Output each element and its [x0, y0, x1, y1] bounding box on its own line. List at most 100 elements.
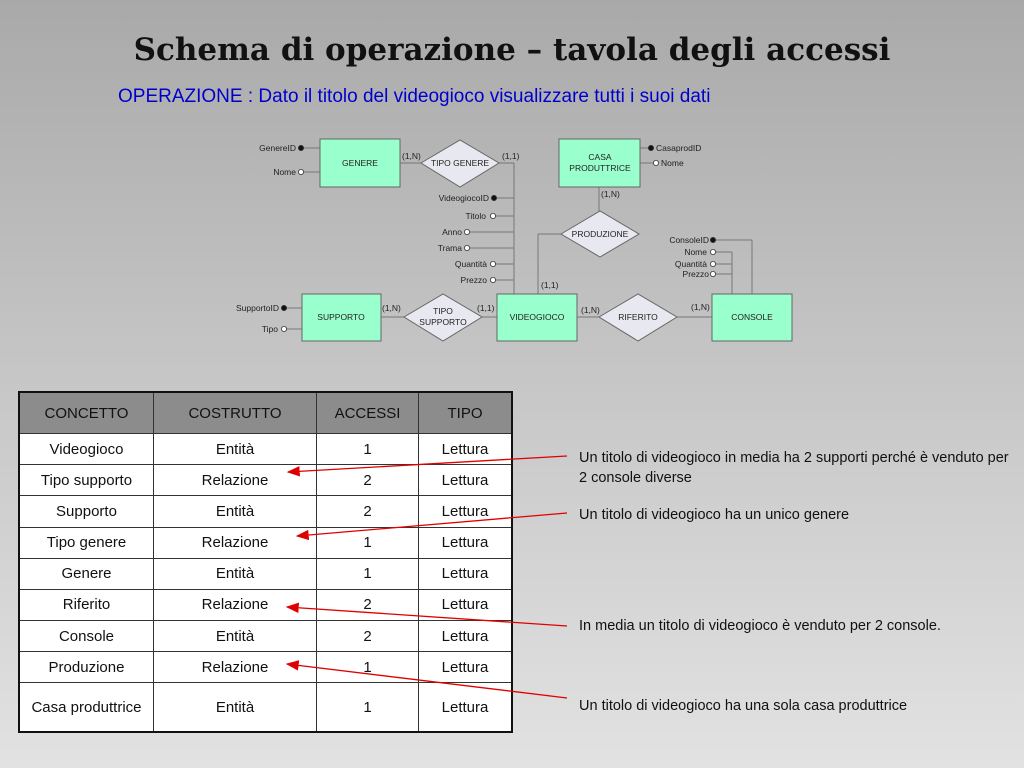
relation-riferito-label: RIFERITO [618, 312, 658, 322]
attribute-icon [489, 276, 496, 283]
entity-casa-label-2: PRODUTTRICE [569, 163, 631, 173]
relation-tipo-supporto: TIPO SUPPORTO [403, 293, 483, 342]
card-vg-rif: (1,N) [581, 305, 600, 315]
arrow-note-2 [295, 512, 568, 541]
header-costrutto: COSTRUTTO [153, 391, 317, 434]
arrow-note-3 [285, 602, 568, 627]
cell-accessi: 1 [316, 432, 419, 466]
cell-accessi: 2 [316, 495, 419, 528]
cell-tipo: Lettura [418, 651, 513, 684]
cell-accessi: 1 [316, 682, 419, 733]
cell-accessi: 2 [316, 588, 419, 622]
cell-tipo: Lettura [418, 464, 513, 497]
attribute-icon [297, 168, 304, 175]
note-casa-produttrice: Un titolo di videogioco ha una sola casa… [579, 698, 908, 714]
cell-concetto: Riferito [18, 588, 154, 622]
cell-costrutto: Relazione [153, 526, 317, 559]
key-attribute-icon [280, 304, 287, 311]
entity-casa-label-1: CASA [588, 152, 611, 162]
cell-costrutto: Entità [153, 682, 317, 733]
attribute-icon [489, 212, 496, 219]
attr-console-prezzo: Prezzo [683, 269, 710, 279]
card-vg-prod: (1,1) [541, 280, 559, 290]
key-attribute-icon [490, 194, 497, 201]
key-attribute-icon [648, 144, 655, 151]
attribute-icon [463, 244, 470, 251]
cell-accessi: 1 [316, 526, 419, 559]
attribute-labels: GenereID Nome CasaprodID Nome Videogioco… [236, 143, 709, 334]
relation-tipo-genere: TIPO GENERE [420, 139, 500, 188]
access-table: CONCETTO COSTRUTTO ACCESSI TIPO Videogio… [18, 391, 513, 733]
attribute-icon [653, 159, 660, 166]
card-vg-ts: (1,1) [477, 303, 495, 313]
card-vg-tg: (1,1) [502, 151, 520, 161]
table-header-row: CONCETTO COSTRUTTO ACCESSI TIPO [18, 391, 513, 434]
attribute-icon [710, 248, 717, 255]
cell-accessi: 2 [316, 620, 419, 653]
attribute-icon [710, 260, 717, 267]
card-console-rif: (1,N) [691, 302, 710, 312]
er-connection-lines [284, 147, 753, 330]
attr-genere-nome: Nome [273, 167, 296, 177]
attr-console-quantita: Quantità [675, 259, 707, 269]
entity-supporto-label: SUPPORTO [317, 312, 365, 322]
arrow-note-1 [286, 455, 568, 477]
entity-console-label: CONSOLE [731, 312, 773, 322]
cell-costrutto: Entità [153, 620, 317, 653]
header-tipo: TIPO [418, 391, 513, 434]
relation-riferito: RIFERITO [598, 293, 678, 342]
attr-vg-trama: Trama [438, 243, 463, 253]
note-genere: Un titolo di videogioco ha un unico gene… [579, 507, 850, 523]
cell-concetto: Tipo genere [18, 526, 154, 559]
attr-casa-id: CasaprodID [656, 143, 701, 153]
relation-produzione-label: PRODUZIONE [572, 229, 629, 239]
cell-concetto: Casa produttrice [18, 682, 154, 733]
card-casa-prod: (1,N) [601, 189, 620, 199]
header-concetto: CONCETTO [18, 391, 154, 434]
attr-casa-nome: Nome [661, 158, 684, 168]
cardinality-labels: (1,N) (1,1) (1,N) (1,1) (1,N) (1,1) (1,N… [382, 151, 710, 315]
entity-genere: GENERE [319, 138, 401, 188]
attribute-markers [280, 144, 717, 332]
entity-videogioco: VIDEOGIOCO [496, 293, 578, 342]
operation-subtitle: OPERAZIONE : Dato il titolo del videogio… [118, 86, 711, 107]
cell-tipo: Lettura [418, 557, 513, 590]
attribute-icon [710, 270, 717, 277]
cell-concetto: Videogioco [18, 432, 154, 466]
cell-costrutto: Entità [153, 432, 317, 466]
entity-console: CONSOLE [711, 293, 793, 342]
header-accessi: ACCESSI [316, 391, 419, 434]
key-attribute-icon [297, 144, 304, 151]
relation-produzione: PRODUZIONE [560, 210, 640, 258]
attr-supporto-id: SupportoID [236, 303, 279, 313]
attr-vg-anno: Anno [442, 227, 462, 237]
entity-videogioco-label: VIDEOGIOCO [510, 312, 565, 322]
entity-supporto: SUPPORTO [301, 293, 382, 342]
attribute-icon [489, 260, 496, 267]
cell-concetto: Tipo supporto [18, 464, 154, 497]
note-console: In media un titolo di videogioco è vendu… [579, 618, 941, 634]
cell-tipo: Lettura [418, 682, 513, 733]
cell-tipo: Lettura [418, 588, 513, 622]
entity-genere-label: GENERE [342, 158, 378, 168]
attr-vg-titolo: Titolo [466, 211, 487, 221]
attr-vg-quantita: Quantità [455, 259, 487, 269]
attr-console-id: ConsoleID [669, 235, 709, 245]
attr-console-nome: Nome [684, 247, 707, 257]
attribute-icon [280, 325, 287, 332]
er-diagram: GENERE CASA PRODUTTRICE SUPPORTO VIDEOGI… [236, 138, 793, 342]
relation-tipo-supporto-label-2: SUPPORTO [419, 317, 467, 327]
cell-costrutto: Relazione [153, 651, 317, 684]
attr-genere-id: GenereID [259, 143, 296, 153]
cell-tipo: Lettura [418, 526, 513, 559]
card-genere-tg: (1,N) [402, 151, 421, 161]
